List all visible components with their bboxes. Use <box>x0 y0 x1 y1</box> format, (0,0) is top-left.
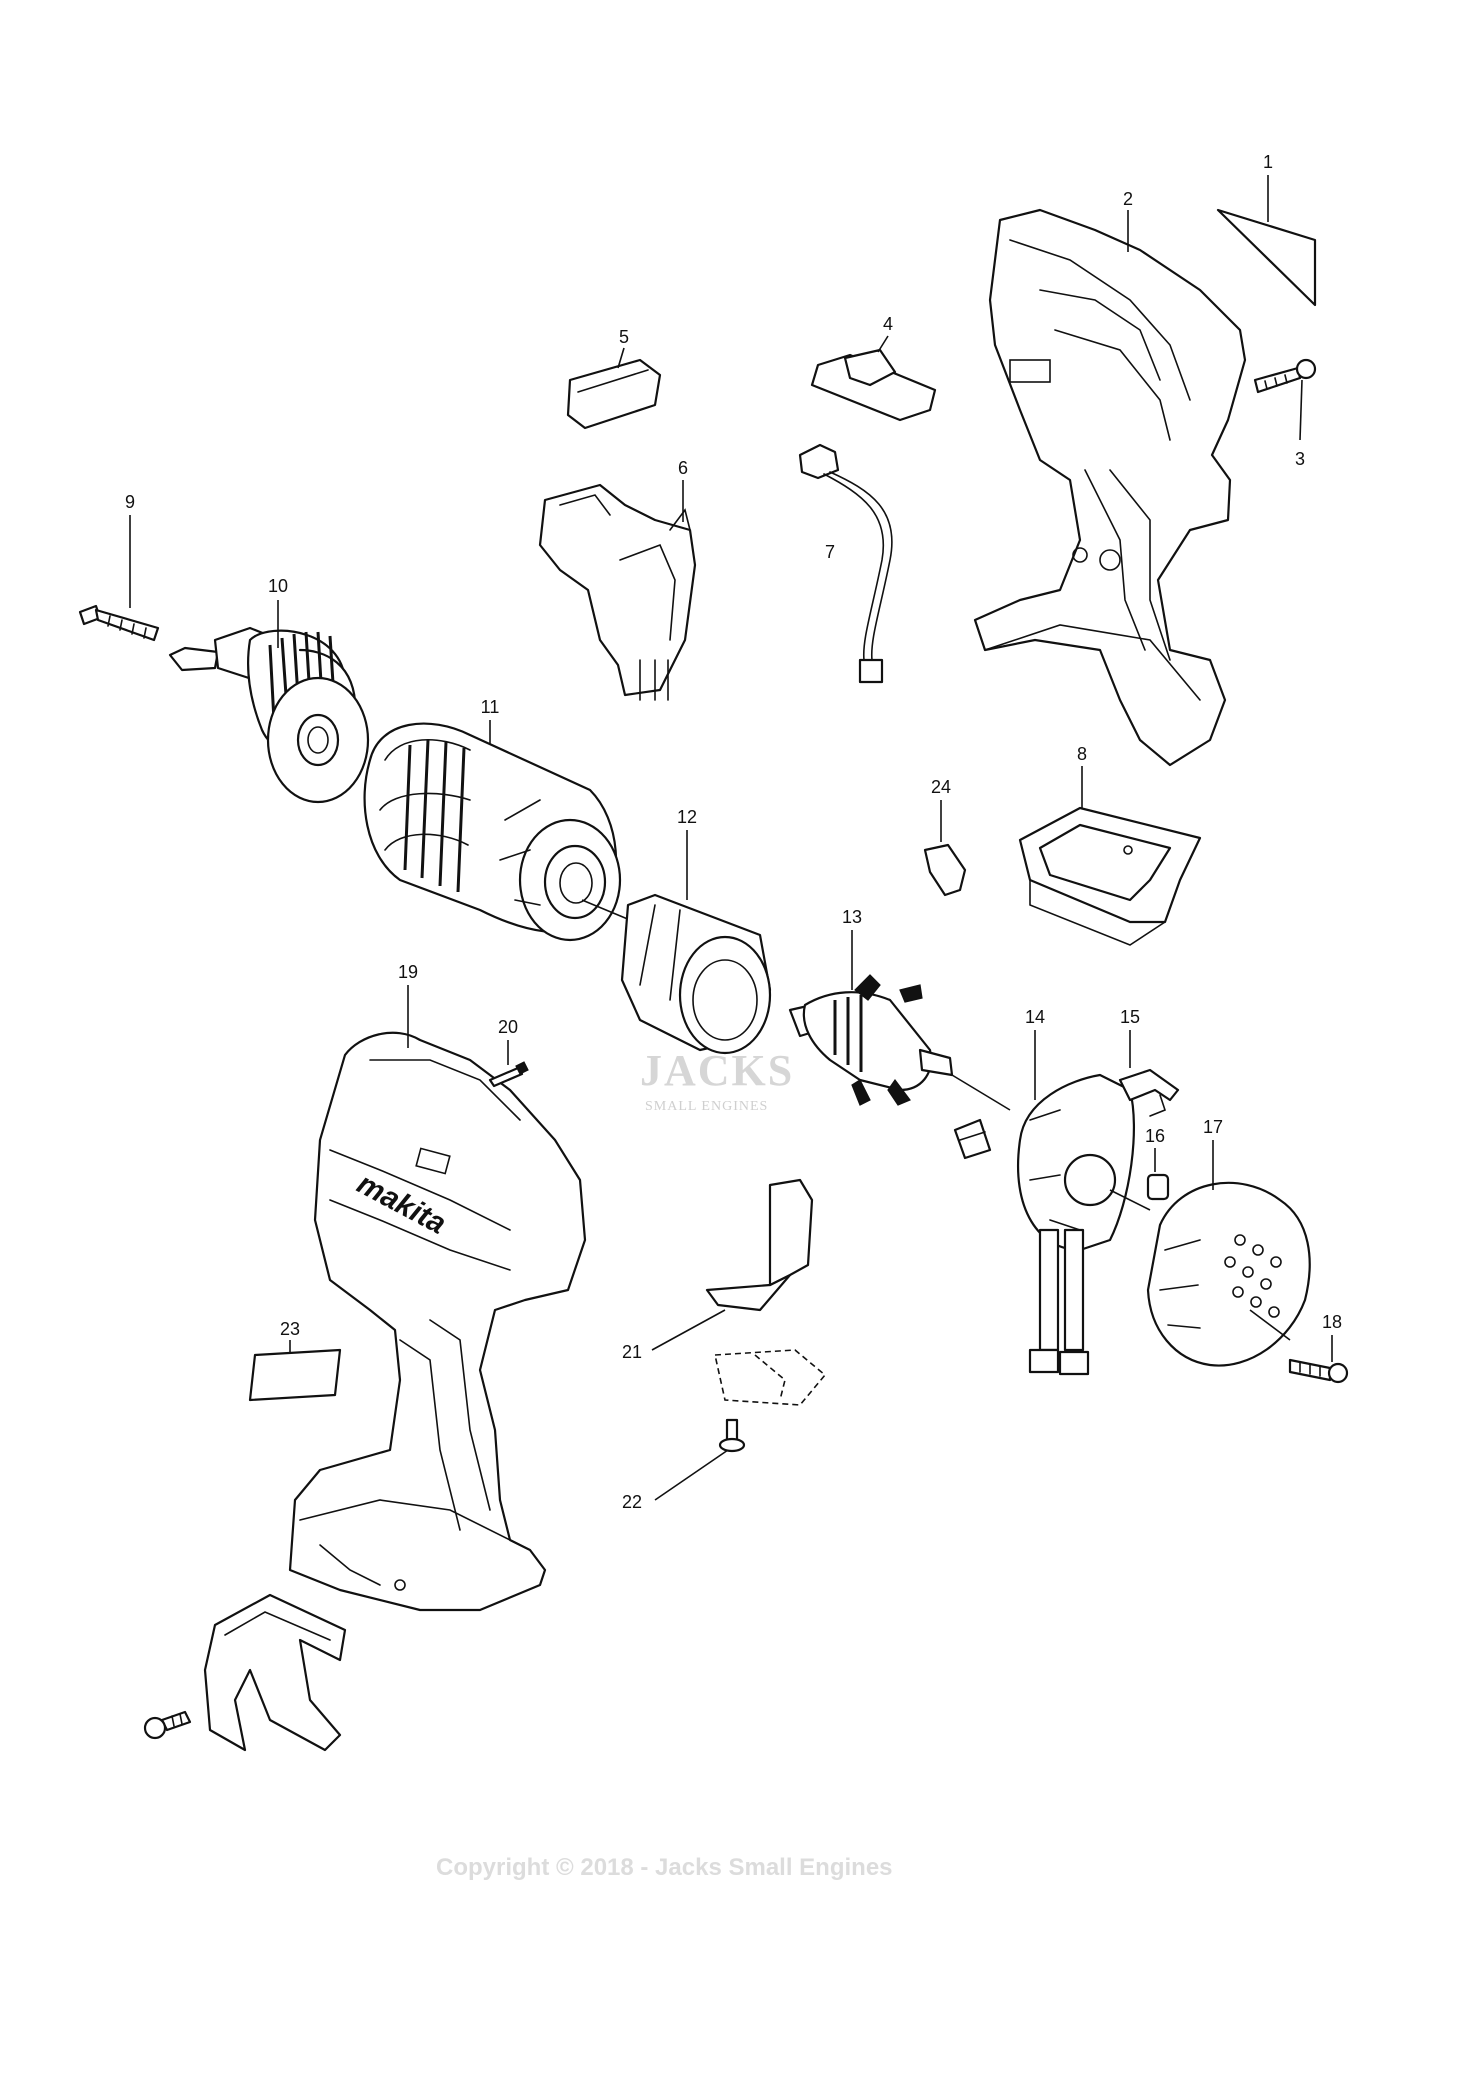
part-20-pin <box>488 1040 529 1088</box>
part-21-plate <box>651 1178 814 1351</box>
part-11-gear-assembly <box>363 720 631 942</box>
part-22-screw <box>654 1418 746 1501</box>
callout-7: 7 <box>825 542 835 562</box>
part-1-label <box>1216 175 1317 307</box>
watermark-logo-text: JACKS <box>640 1046 794 1095</box>
callout-14: 14 <box>1025 1007 1045 1027</box>
callout-18: 18 <box>1322 1312 1342 1332</box>
part-19-housing-set: makita <box>288 985 587 1612</box>
callout-3: 3 <box>1295 449 1305 469</box>
callout-22: 22 <box>622 1492 642 1512</box>
part-6-switch <box>538 480 697 701</box>
part-17-rear-cover <box>1146 1140 1311 1367</box>
part-4-slide-switch <box>810 335 937 422</box>
part-23-name-plate <box>248 1340 342 1402</box>
callout-10: 10 <box>268 576 288 596</box>
watermark-logo: JACKS SMALL ENGINES <box>640 1046 794 1114</box>
callout-23: 23 <box>280 1319 300 1339</box>
callout-16: 16 <box>1145 1126 1165 1146</box>
callout-8: 8 <box>1077 744 1087 764</box>
part-18-screw <box>1288 1335 1349 1384</box>
callout-9: 9 <box>125 492 135 512</box>
belt-hook-screw <box>143 1710 192 1740</box>
part-16-bushing <box>1146 1148 1170 1201</box>
callout-11: 11 <box>481 697 500 717</box>
callout-21: 21 <box>622 1342 642 1362</box>
callout-12: 12 <box>677 807 697 827</box>
part-10-keyless-chuck <box>168 600 370 804</box>
callout-6: 6 <box>678 458 688 478</box>
callout-2: 2 <box>1123 189 1133 209</box>
callout-15: 15 <box>1120 1007 1140 1027</box>
callout-4: 4 <box>883 314 893 334</box>
part-7-led-wire <box>798 443 893 684</box>
part-13-armature <box>788 930 1011 1111</box>
callout-17: 17 <box>1203 1117 1223 1137</box>
callout-5: 5 <box>619 327 629 347</box>
part-5-trigger-lever <box>566 347 662 430</box>
part-3-screw <box>1253 358 1317 441</box>
part-14-brush-holder <box>1017 1030 1151 1376</box>
part-14-brush-clip <box>953 1118 992 1160</box>
part-8-terminal <box>1018 766 1202 946</box>
watermark-logo-subtext: SMALL ENGINES <box>645 1099 768 1114</box>
callout-20: 20 <box>498 1017 518 1037</box>
part-9-chuck-screw <box>78 515 160 642</box>
callout-13: 13 <box>842 907 862 927</box>
callout-1: 1 <box>1263 152 1273 172</box>
part-12-magnet-yoke <box>620 830 772 1055</box>
callout-19: 19 <box>398 962 418 982</box>
callout-24: 24 <box>931 777 951 797</box>
part-24-clip <box>923 800 967 897</box>
part-15-brush-spring <box>1118 1030 1180 1117</box>
watermark-copyright: Copyright © 2018 - Jacks Small Engines <box>436 1854 893 1881</box>
part-21-install-position <box>714 1349 827 1406</box>
part-2-housing-half <box>973 208 1247 767</box>
belt-hook <box>203 1593 347 1752</box>
